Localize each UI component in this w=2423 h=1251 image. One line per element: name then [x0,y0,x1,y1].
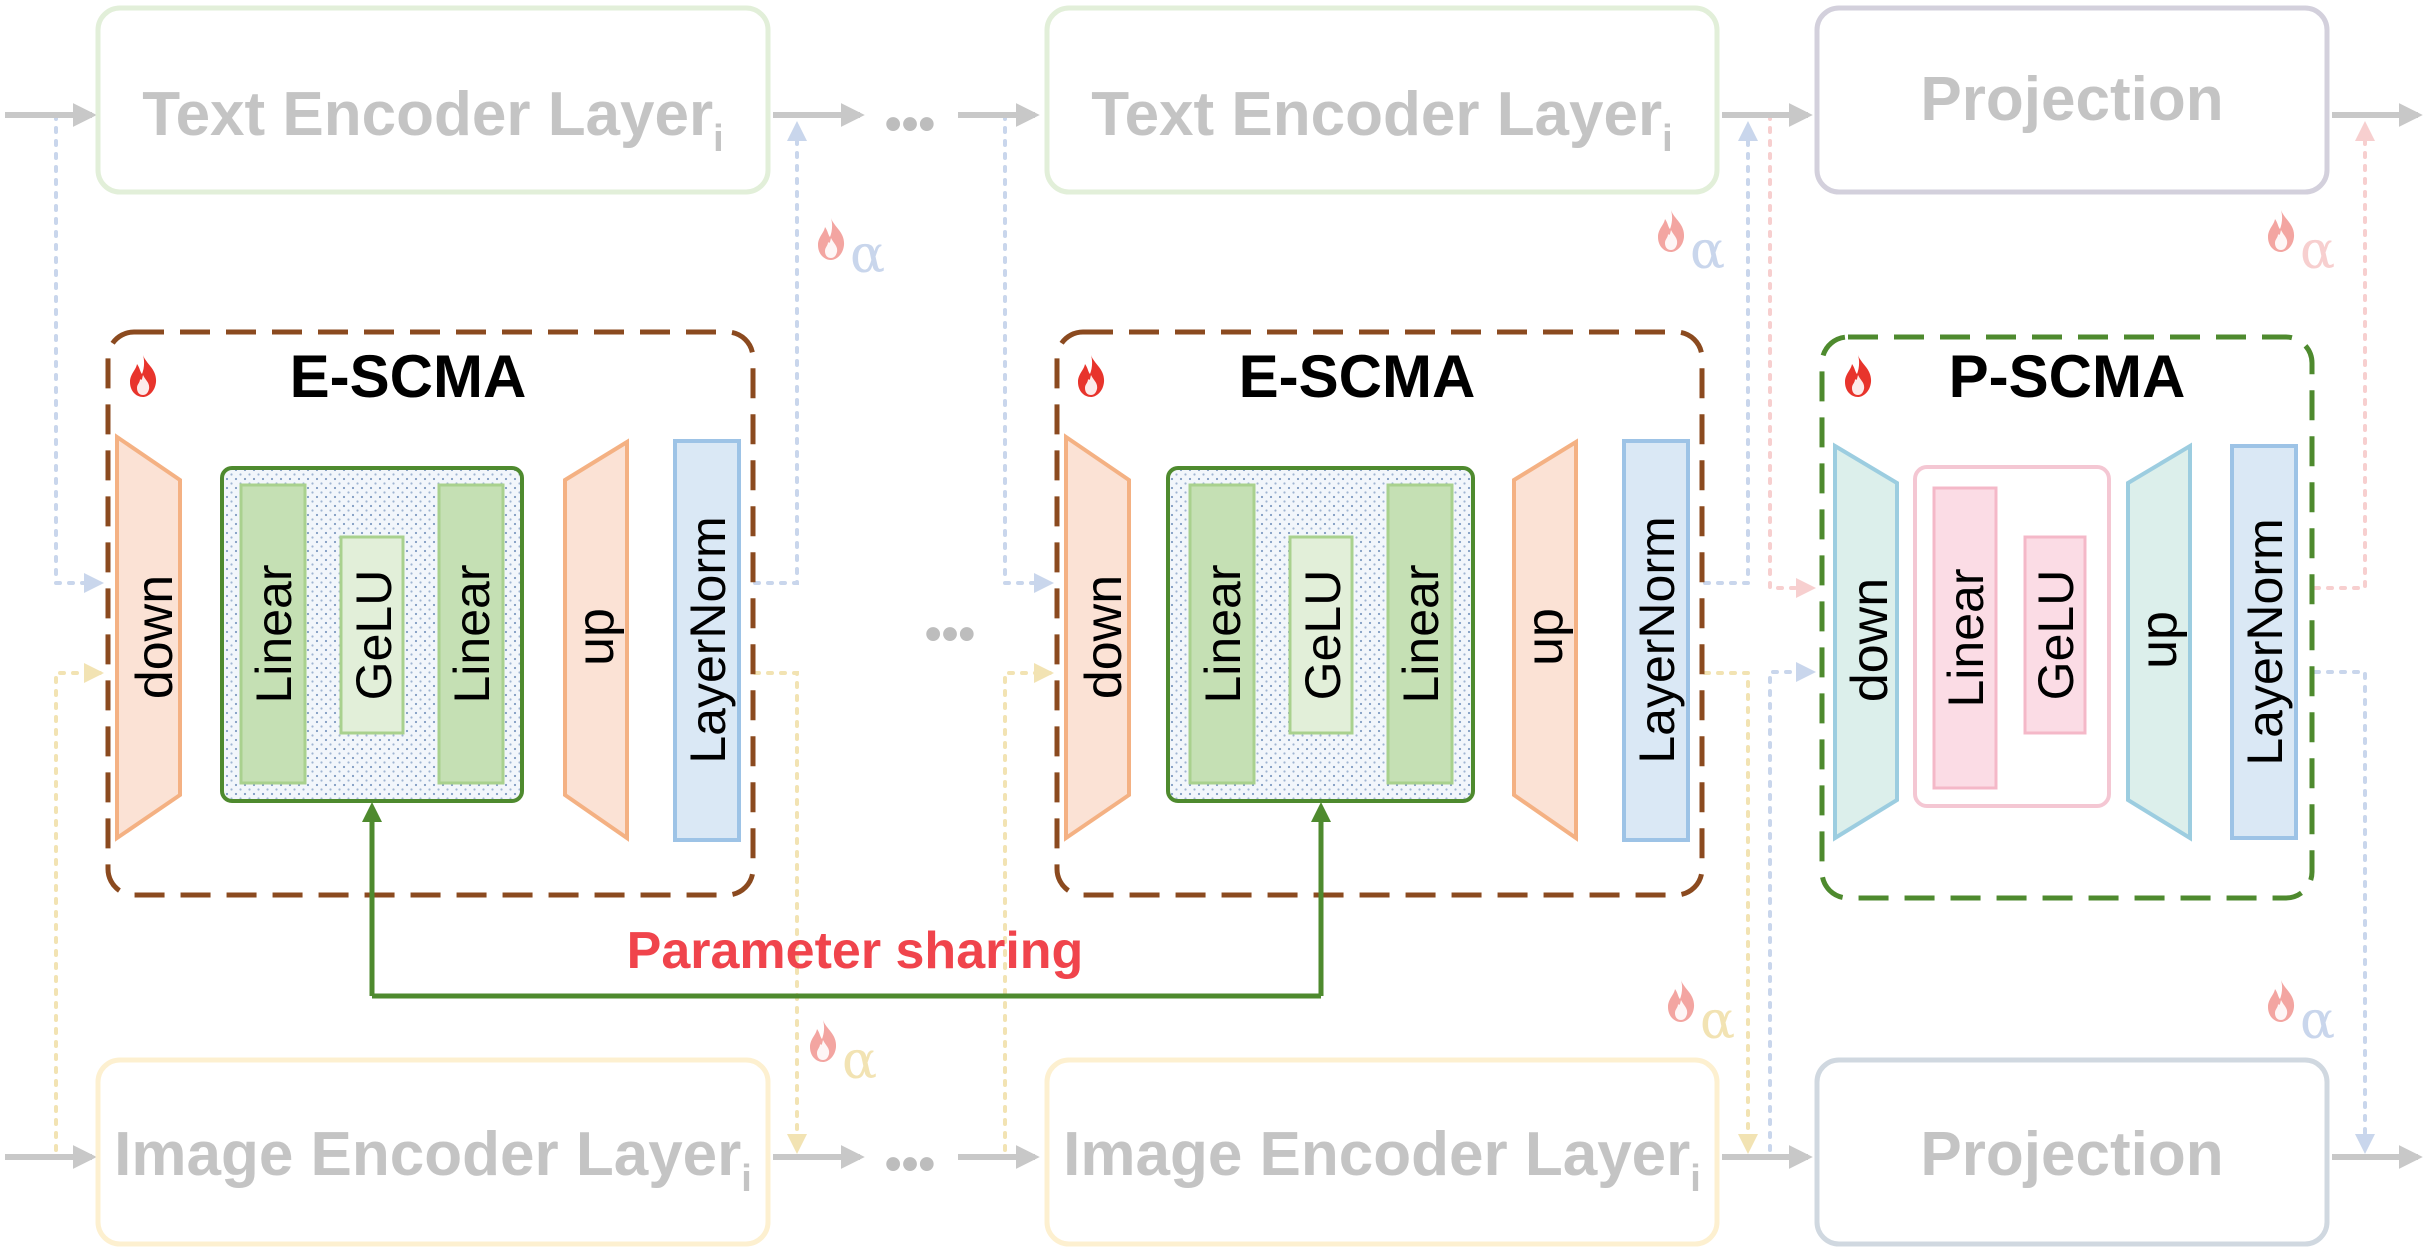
text-encoder-right-label: Text Encoder Layer [1091,80,1662,149]
fire-icon [818,218,845,260]
alpha-symbol: α [850,225,885,285]
svg-text:Text Encoder Layeri: Text Encoder Layeri [142,80,723,160]
gelu-right-label: GeLU [1295,570,1351,701]
text-encoder-left-subscript: i [713,118,724,160]
alpha-marker-text-left: α [818,218,885,285]
ellipsis-top: ••• [885,98,935,151]
alpha-marker-text-projection: α [2268,210,2335,281]
linear-2-right [1386,483,1454,785]
ellipsis-bottom: ••• [885,1138,935,1191]
linear-2-left-label: Linear [444,565,500,704]
ellipsis-middle: ••• [925,608,975,661]
alpha-marker-image-right: α [1668,980,1735,1051]
image-encoder-right-label: Image Encoder Layer [1063,1120,1690,1189]
parameter-sharing-connector [362,802,1331,999]
image-projection-label: Projection [1920,1120,2223,1189]
svg-text:Text Encoder Layeri: Text Encoder Layeri [1091,80,1672,160]
up-projection-left [563,438,629,842]
image-encoder-left-label: Image Encoder Layer [114,1120,741,1189]
p-linear-label: Linear [1938,569,1994,708]
p-linear [1932,486,1998,790]
svg-text:Image Encoder Layeri: Image Encoder Layeri [114,1120,752,1200]
image-encoder-layer-right: Image Encoder Layeri [1044,1057,1720,1247]
layernorm-right [1622,439,1690,842]
escma-right-title: E-SCMA [1239,343,1476,410]
linear-1-left-label: Linear [246,565,302,704]
alpha-symbol: α [1700,991,1735,1051]
text-encoder-layer-right: Text Encoder Layeri [1044,5,1720,195]
alpha-symbol: α [842,1031,877,1091]
image-encoder-right-subscript: i [1690,1158,1701,1200]
image-projection: Projection [1814,1057,2330,1247]
down-label-left: down [126,575,184,699]
alpha-marker-image-left: α [810,1020,877,1091]
main-flow-arrows [5,103,2423,1169]
layernorm-right-label: LayerNorm [1629,516,1685,763]
p-down-projection [1833,442,1899,842]
escma-block-right: E-SCMA down Linear GeLU Linear up LayerN… [1054,329,1705,898]
fire-icon [810,1020,837,1062]
alpha-symbol: α [2300,991,2335,1051]
p-up-projection [2126,442,2192,842]
up-label-right: up [1516,608,1574,666]
gelu-left-label: GeLU [346,570,402,701]
p-layernorm-label: LayerNorm [2237,518,2293,765]
text-projection-label: Projection [1920,65,2223,134]
svg-text:Image Encoder Layeri: Image Encoder Layeri [1063,1120,1701,1200]
parameter-sharing-label: Parameter sharing [627,922,1084,980]
fire-icon [1668,980,1695,1022]
fire-icon [2268,980,2295,1022]
p-down-label: down [1841,578,1899,702]
pscma-block: P-SCMA down Linear GeLU up LayerNorm [1819,334,2315,901]
linear-1-right-label: Linear [1195,565,1251,704]
alpha-symbol: α [2300,221,2335,281]
layernorm-left-label: LayerNorm [680,516,736,763]
up-projection-right [1512,438,1578,842]
fire-icon [1658,210,1685,252]
gelu-left [339,535,405,735]
alpha-marker-image-projection: α [2268,980,2335,1051]
fire-icon [2268,210,2295,252]
p-layernorm [2230,444,2298,840]
image-encoder-layer-left: Image Encoder Layeri [95,1057,771,1247]
pscma-title: P-SCMA [1949,343,2186,410]
p-gelu [2023,535,2087,735]
down-label-right: down [1075,575,1133,699]
linear-1-right [1188,483,1256,785]
image-encoder-left-subscript: i [741,1158,752,1200]
p-up-label: up [2130,611,2188,669]
text-encoder-layer-left: Text Encoder Layeri [95,5,771,195]
text-projection: Projection [1814,5,2330,195]
escma-left-title: E-SCMA [290,343,527,410]
down-projection-left [115,433,182,842]
alpha-symbol: α [1690,221,1725,281]
escma-block-left: E-SCMA down Linear GeLU Linear up LayerN… [105,329,756,898]
linear-2-left [437,483,505,785]
text-encoder-left-label: Text Encoder Layer [142,80,713,149]
p-gelu-label: GeLU [2028,570,2084,701]
linear-1-left [239,483,307,785]
text-encoder-right-subscript: i [1662,118,1673,160]
gelu-right [1288,535,1354,735]
linear-2-right-label: Linear [1393,565,1449,704]
alpha-marker-text-right: α [1658,210,1725,281]
layernorm-left [673,439,741,842]
up-label-left: up [567,608,625,666]
down-projection-right [1064,433,1131,842]
